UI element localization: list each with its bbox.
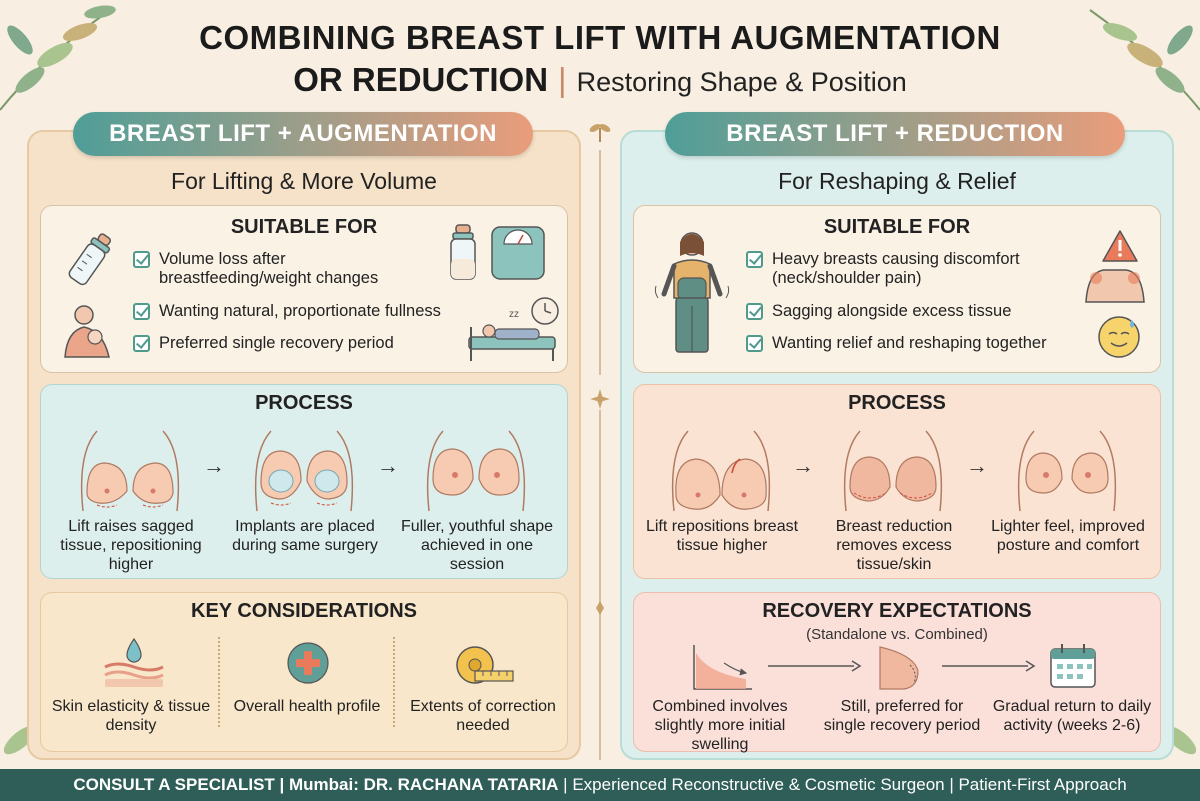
weight-scale-icon xyxy=(491,226,545,280)
augmentation-suitable-item-3: Preferred single recovery period xyxy=(133,334,453,353)
title-separator: | xyxy=(558,61,567,98)
augmentation-step-3: Fuller, youthful shape achieved in one s… xyxy=(400,518,554,573)
torso-light-icon xyxy=(1017,430,1117,512)
reduction-step-3: Lighter feel, improved posture and comfo… xyxy=(991,518,1145,554)
augmentation-heading: BREAST LIFT + AUGMENTATION xyxy=(73,112,533,156)
torso-result-icon xyxy=(426,430,526,512)
diamond-ornament-icon xyxy=(590,389,610,409)
calendar-icon xyxy=(1050,644,1096,688)
consideration-2: Overall health profile xyxy=(233,698,381,715)
augmentation-step-2: Implants are placed during same surgery xyxy=(232,518,378,554)
dotted-divider xyxy=(393,637,395,727)
suitable-item-text: Wanting natural, proportionate fullness xyxy=(159,302,441,320)
suitable-item-text: Volume loss after breastfeeding/weight c… xyxy=(159,250,379,287)
mother-baby-icon xyxy=(64,305,110,358)
title-line-1: COMBINING BREAST LIFT WITH AUGMENTATION xyxy=(199,19,1001,56)
recovery-subtitle: (Standalone vs. Combined) xyxy=(806,626,988,643)
reduction-suitable-item-1: Heavy breasts causing discomfort (neck/s… xyxy=(746,250,1091,288)
checkbox-icon xyxy=(746,303,763,320)
key-considerations-title: KEY CONSIDERATIONS xyxy=(191,600,417,622)
measuring-tape-icon xyxy=(456,646,514,684)
torso-implant-icon xyxy=(254,430,354,512)
reduction-suitable-card: SUITABLE FOR Heavy breasts causing disco… xyxy=(633,205,1161,373)
recovery-item-3: Gradual return to daily activity (weeks … xyxy=(992,698,1152,734)
center-divider-bottom xyxy=(599,410,601,760)
suitable-item-text: Preferred single recovery period xyxy=(159,334,394,352)
suitable-item-text: Sagging alongside excess tissue xyxy=(772,302,1012,320)
consideration-1: Skin elasticity & tissue density xyxy=(51,698,211,734)
footer-consult: CONSULT A SPECIALIST | Mumbai: DR. RACHA… xyxy=(73,775,559,794)
augmentation-suitable-item-2: Wanting natural, proportionate fullness xyxy=(133,302,473,321)
augmentation-suitable-card: SUITABLE FOR zz Volume l xyxy=(40,205,568,373)
torso-heavy-icon xyxy=(671,430,771,512)
title-line-2-text: OR REDUCTION xyxy=(293,61,549,98)
recovery-item-2: Still, preferred for single recovery per… xyxy=(823,698,981,734)
long-arrow-icon xyxy=(942,660,1036,672)
skin-layers-icon xyxy=(104,637,164,687)
recovery-expectations-card: RECOVERY EXPECTATIONS (Standalone vs. Co… xyxy=(633,592,1161,753)
checkbox-icon xyxy=(133,335,150,352)
checkbox-icon xyxy=(746,251,763,268)
small-diamond-icon xyxy=(596,601,604,615)
arrow-right-icon: → xyxy=(966,453,988,478)
checkbox-icon xyxy=(133,251,150,268)
shoulder-pain-icon xyxy=(1085,269,1145,303)
augmentation-suitable-item-1: Volume loss after breastfeeding/weight c… xyxy=(133,250,433,288)
resting-bed-icon: zz xyxy=(468,297,559,361)
leaf-decoration-top-left xyxy=(0,5,116,111)
svg-text:zz: zz xyxy=(509,309,519,320)
swelling-graph-icon xyxy=(693,645,752,690)
long-arrow-icon xyxy=(768,660,862,672)
arrow-right-icon: → xyxy=(203,453,225,478)
breast-profile-icon xyxy=(879,646,919,690)
sprout-icon xyxy=(589,124,611,142)
medical-cross-icon xyxy=(287,642,329,684)
reduction-process-card: PROCESS → → Lift repositions breast tiss… xyxy=(633,384,1161,579)
recovery-title: RECOVERY EXPECTATIONS xyxy=(762,600,1032,622)
torso-reduction-icon xyxy=(843,430,943,512)
torso-sagged-icon xyxy=(80,430,180,512)
key-considerations-card: KEY CONSIDERATIONS Skin elasticity & tis… xyxy=(40,592,568,752)
recovery-item-1: Combined involves slightly more initial … xyxy=(652,698,788,753)
augmentation-process-title: PROCESS xyxy=(255,392,353,414)
footer-details: | Experienced Reconstructive & Cosmetic … xyxy=(558,775,1127,794)
center-divider-top xyxy=(599,150,601,375)
bottle-icon xyxy=(450,224,476,280)
suitable-item-text: Wanting relief and reshaping together xyxy=(772,334,1047,352)
footer-banner: CONSULT A SPECIALIST | Mumbai: DR. RACHA… xyxy=(0,769,1200,801)
reduction-step-1: Lift repositions breast tissue higher xyxy=(645,518,799,554)
woman-figure-icon xyxy=(654,232,730,353)
reduction-process-title: PROCESS xyxy=(848,392,946,414)
checkbox-icon xyxy=(133,303,150,320)
consideration-3: Extents of correction needed xyxy=(410,698,556,734)
page-title: COMBINING BREAST LIFT WITH AUGMENTATION … xyxy=(0,18,1200,104)
page-subtitle: Restoring Shape & Position xyxy=(576,67,907,97)
dotted-divider xyxy=(218,637,220,727)
title-line-2: OR REDUCTION| Restoring Shape & Position xyxy=(0,58,1200,104)
augmentation-step-1: Lift raises sagged tissue, repositioning… xyxy=(60,518,202,573)
leaf-decoration-top-right xyxy=(1089,9,1200,111)
reduction-suitable-item-2: Sagging alongside excess tissue xyxy=(746,302,1076,321)
reduction-heading: BREAST LIFT + REDUCTION xyxy=(665,112,1125,156)
suitable-item-text: Heavy breasts causing discomfort (neck/s… xyxy=(772,250,1020,287)
augmentation-process-card: PROCESS → → Lift raises sagged tissue, r… xyxy=(40,384,568,579)
warning-icon xyxy=(1102,230,1138,262)
augmentation-suitable-title: SUITABLE FOR xyxy=(230,216,378,238)
reduction-subheading: For Reshaping & Relief xyxy=(778,168,1016,194)
checkbox-icon xyxy=(746,335,763,352)
relieved-face-icon xyxy=(1098,316,1140,358)
baby-bottle-icon xyxy=(68,233,112,286)
augmentation-subheading: For Lifting & More Volume xyxy=(171,168,437,194)
reduction-suitable-title: SUITABLE FOR xyxy=(823,216,971,238)
arrow-right-icon: → xyxy=(377,453,399,478)
reduction-step-2: Breast reduction removes excess tissue/s… xyxy=(835,518,953,573)
reduction-suitable-item-3: Wanting relief and reshaping together xyxy=(746,334,1091,353)
arrow-right-icon: → xyxy=(792,453,814,478)
